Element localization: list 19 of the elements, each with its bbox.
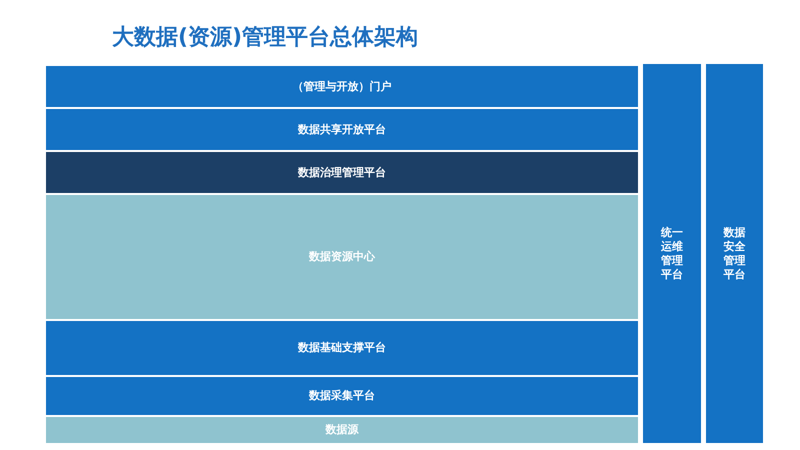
- layer-bar: [46, 109, 638, 150]
- layer-label: 数据基础支撑平台: [298, 341, 386, 355]
- diagram-title: 大数据(资源)管理平台总体架构: [112, 24, 418, 52]
- layer-label: 数据治理管理平台: [298, 166, 386, 180]
- layer-bar: [46, 195, 638, 319]
- platform-column: [643, 64, 701, 443]
- layer-bar: [46, 152, 638, 193]
- layer-label: 数据资源中心: [309, 250, 375, 264]
- layer-label: 统一运维管理平台: [660, 226, 684, 282]
- layer-label: 数据采集平台: [309, 389, 375, 403]
- layer-bar: [46, 377, 638, 415]
- layer-label: （管理与开放）门户: [292, 80, 392, 94]
- layer-label: 数据源: [326, 423, 358, 437]
- layer-label: 数据共享开放平台: [298, 122, 386, 136]
- layer-bar: [46, 66, 638, 107]
- layer-bar: [46, 321, 638, 375]
- layer-label: 数据安全管理平台: [722, 226, 746, 282]
- platform-column: [706, 64, 763, 443]
- layer-bar: [46, 417, 638, 443]
